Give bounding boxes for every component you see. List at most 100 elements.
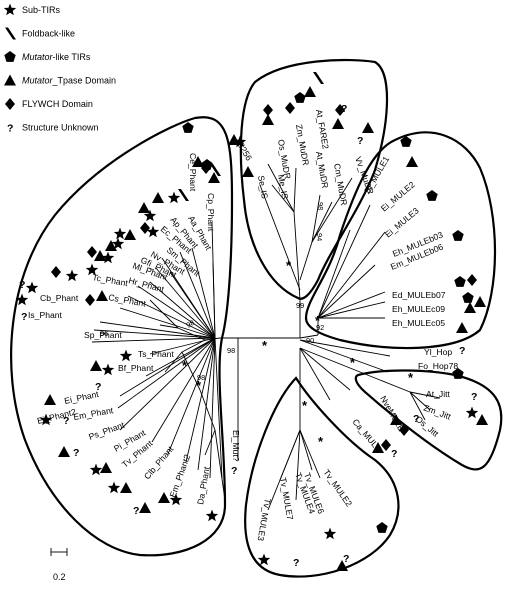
taxon-cp-phant-foldback-icon (210, 164, 221, 176)
taxon-zm-jitt-question-icon: ? (471, 391, 477, 403)
taxon-yl-hop: Yl_Hop (424, 347, 452, 357)
taxon-tc-phant-diamond-icon (51, 266, 61, 278)
taxon-at-mudr-question-icon: ? (341, 103, 347, 115)
taxon-ts-phant-star-icon (119, 349, 133, 362)
taxon-tc-phant: Tc_Phant (92, 272, 130, 288)
tree-branch (317, 204, 371, 319)
tree-branch (317, 264, 376, 319)
taxon-ce-phant-pentagon-icon (182, 122, 194, 133)
tree-branch (149, 337, 216, 355)
tree-branch (149, 299, 179, 329)
taxon-os-mudr-triangle-icon (262, 114, 274, 125)
taxon-cp-phant: Cp_Phant (206, 193, 216, 232)
taxon-cb-phant: Cb_Phant (40, 293, 79, 303)
structure-symbols: ??????????????? (15, 72, 488, 571)
taxon-os-jitt-triangle-icon (476, 414, 488, 425)
taxon-tv-mule7: Tv_MULE7 (278, 477, 295, 521)
taxon-is-phant-star-icon (15, 293, 29, 306)
support-value: 94 (315, 233, 324, 241)
taxon-pi-phant-triangle-icon (100, 462, 112, 473)
taxon-cp-phant-pentagon-icon (201, 159, 213, 170)
taxon-em-phant-question-icon: ? (63, 415, 69, 427)
legend-label: Mutator-like TIRs (22, 52, 91, 62)
taxon-cb-phant-star-icon (25, 281, 39, 294)
support-value: 99 (296, 301, 304, 310)
taxon-ca-mule-question-icon: ? (413, 413, 419, 425)
taxon-em-phant2: Em_Phant2 (167, 453, 192, 499)
taxon-zm-mudr-diamond-icon (285, 102, 295, 114)
taxon-ei-phant2: Ei_Phant2 (36, 407, 77, 426)
taxon-nvemule-triangle-icon (372, 442, 384, 453)
taxon-em-phant: Em_Phant (73, 405, 115, 422)
taxon-eh-mulec05-triangle-icon (464, 302, 476, 313)
taxon-tc-phant-star-icon (65, 269, 79, 282)
taxon-em-phant2-triangle-icon (158, 492, 170, 503)
taxon-aa-phant-foldback-icon (178, 189, 189, 201)
tree-branch (212, 261, 216, 339)
tree-branch (299, 347, 351, 391)
tree-branch (199, 389, 216, 431)
tree-branch (155, 267, 216, 339)
taxon-clb-phant-triangle-icon (139, 502, 151, 513)
clade-outline-mule-trichomonas (244, 376, 400, 578)
taxon-os-mudr: Os_MuDR (276, 139, 293, 180)
tree-branch (91, 337, 216, 343)
taxon-se-is-triangle-icon (242, 166, 254, 177)
tree-branch (299, 339, 389, 373)
tree-branch (93, 329, 216, 339)
taxon-ps-phant-question-icon: ? (73, 447, 79, 459)
tree-branch (145, 337, 216, 377)
tree-branch (99, 321, 216, 339)
taxon-at-fare2-triangle-icon (304, 86, 316, 97)
tree-branch (117, 337, 216, 409)
taxon-os-mudr-diamond-icon (263, 104, 273, 116)
taxon-ei-mule3-pentagon-icon (426, 190, 438, 201)
tree-branch (295, 429, 301, 501)
star-icon (3, 3, 17, 16)
taxon-ei-phant-triangle-icon (44, 394, 56, 405)
tree-branch (409, 391, 431, 411)
tree-branch (164, 351, 183, 373)
legend-label: FLYWCH Domain (22, 99, 93, 109)
taxon-ca-mule-triangle-icon (390, 414, 402, 425)
taxon-ec-phant-triangle-icon (138, 202, 150, 213)
taxon-da-phant-star-icon (205, 509, 219, 522)
taxon-ei-mule1-pentagon-icon (400, 136, 412, 147)
question-icon: ? (7, 123, 13, 135)
taxon-bf-phant-triangle-icon (90, 360, 102, 371)
tree-branch (185, 337, 216, 463)
tree-branch (214, 337, 223, 479)
taxon-tv-phant-star-icon (107, 481, 121, 494)
taxon-ei-mut: Ei_Mut? (231, 430, 241, 462)
support-asterisk: * (286, 258, 292, 273)
support-asterisk: * (318, 434, 324, 449)
legend-item-mutator-like-tirs: Mutator-like TIRs (4, 51, 91, 62)
taxon-sp-phant: Sp_Phant (84, 330, 122, 340)
legend-label: Mutator_Tpase Domain (22, 76, 116, 86)
taxon-ap-phant-triangle-icon (152, 192, 164, 203)
taxon-tv-mule7-question-icon: ? (293, 557, 299, 569)
taxon-zm-mudr: Zm_MuDR (294, 124, 311, 167)
taxon-fo-hop78-pentagon-icon (452, 368, 464, 379)
taxon-cm-mudr-triangle-icon (332, 118, 344, 129)
taxon-sm-phant-diamond-icon (140, 222, 150, 234)
tree-branch (191, 247, 216, 339)
taxon-em-muleb06-pentagon-icon (452, 230, 464, 241)
tree-branch (179, 251, 216, 339)
taxon-clb-phant-question-icon: ? (133, 505, 139, 517)
taxon-ei-mule2-triangle-icon (406, 156, 418, 167)
support-asterisk: * (315, 313, 321, 328)
tree-branch (137, 285, 216, 339)
tree-branch (167, 337, 216, 455)
taxon-tv-mule6-triangle-icon (336, 560, 348, 571)
taxon-labels: Ce_PhantCp_PhantAa_PhantAp_PhantEc_Phant… (28, 109, 458, 542)
taxon-ei-phant2-star-icon (39, 413, 53, 426)
legend-label: Foldback-like (22, 29, 75, 39)
taxon-at-jitt: At_Jitt (426, 389, 450, 399)
tree-branch (299, 347, 331, 401)
support-value: 98 (197, 373, 205, 382)
tree-branch (119, 337, 216, 431)
taxon-aa-phant-star-icon (167, 191, 181, 204)
tree-branch (317, 231, 386, 319)
taxon-ei-mut-question-icon: ? (231, 465, 237, 477)
